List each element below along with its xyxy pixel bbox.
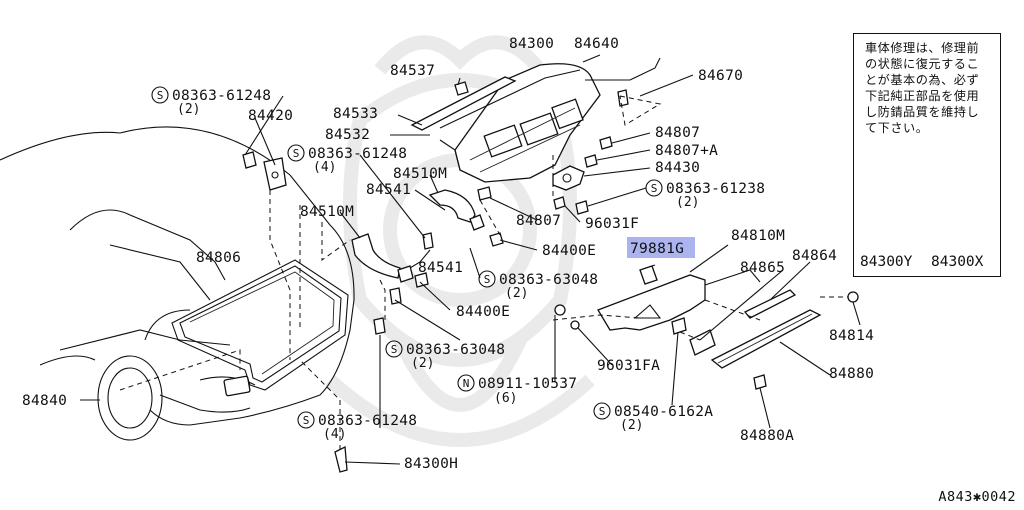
label-84300H: 84300H [404, 456, 458, 472]
label-84510M-a: 84510M [393, 166, 447, 182]
trunk-lid [410, 57, 661, 215]
qty-2-d: (2) [411, 356, 434, 371]
label-08363-61248-c: 08363-61248 [318, 413, 417, 429]
label-08911-10537: 08911-10537 [478, 376, 577, 392]
label-84880A: 84880A [740, 428, 794, 444]
standard-part-markers [151, 86, 663, 429]
product-84300X-label: 84300X [931, 254, 984, 270]
qty-2-a: (2) [177, 102, 200, 117]
qty-2-c: (2) [505, 286, 528, 301]
label-84300: 84300 [509, 36, 554, 52]
label-08540-6162A: 08540-6162A [614, 404, 713, 420]
label-84420: 84420 [248, 108, 293, 124]
label-08363-61238: 08363-61238 [666, 181, 765, 197]
qty-6: (6) [494, 391, 517, 406]
qty-2-b: (2) [676, 195, 699, 210]
rustproof-note-text: 車体修理は、修理前の状態に復元することが基本の為、必ず下記純正部品を使用し防錆品… [865, 41, 980, 135]
label-84640: 84640 [574, 36, 619, 52]
label-84864: 84864 [792, 248, 837, 264]
product-84300Y-label: 84300Y [860, 254, 913, 270]
label-84541-b: 84541 [418, 260, 463, 276]
label-84430: 84430 [655, 160, 700, 176]
s-mark-6: S [303, 414, 310, 427]
s-mark-1: S [157, 89, 164, 102]
highlight-79881G [627, 237, 695, 258]
diagram-reference-code: A843✱0042 [938, 489, 1016, 505]
rustproof-note-box [853, 33, 1001, 277]
qty-2-e: (2) [620, 418, 643, 433]
hinge-assemblies [242, 151, 504, 473]
label-08363-63048-a: 08363-63048 [499, 272, 598, 288]
label-96031FA: 96031FA [597, 358, 660, 374]
label-84807-a: 84807 [655, 125, 700, 141]
car-body [0, 126, 355, 441]
part-labels: 84300 84640 84537 84670 08363-61248 (2) … [22, 36, 874, 472]
label-84840: 84840 [22, 393, 67, 409]
qty-4-b: (4) [323, 427, 346, 442]
label-08363-61248-b: 08363-61248 [308, 146, 407, 162]
label-84807-plus-a: 84807+A [655, 143, 718, 159]
n-mark-1: N [463, 377, 470, 390]
label-84510M-b: 84510M [300, 204, 354, 220]
label-84865: 84865 [740, 260, 785, 276]
s-mark-4: S [484, 273, 491, 286]
s-mark-3: S [651, 182, 658, 195]
s-mark-7: S [599, 405, 606, 418]
label-84814: 84814 [829, 328, 874, 344]
label-84807-b: 84807 [516, 213, 561, 229]
label-84537: 84537 [390, 63, 435, 79]
leader-lines [80, 54, 861, 465]
qty-4-a: (4) [313, 160, 336, 175]
s-mark-2: S [293, 147, 300, 160]
label-84532: 84532 [325, 127, 370, 143]
label-84670: 84670 [698, 68, 743, 84]
label-84541-a: 84541 [366, 182, 411, 198]
label-84810M: 84810M [731, 228, 785, 244]
label-79881G: 79881G [630, 241, 684, 257]
label-84806: 84806 [196, 250, 241, 266]
label-84400E-b: 84400E [456, 304, 510, 320]
garnish-assemblies [554, 265, 859, 390]
label-08363-63048-b: 08363-63048 [406, 342, 505, 358]
label-96031F: 96031F [585, 216, 639, 232]
label-08363-61248-a: 08363-61248 [172, 88, 271, 104]
label-84880: 84880 [829, 366, 874, 382]
label-84533: 84533 [333, 106, 378, 122]
s-mark-5: S [391, 343, 398, 356]
label-84400E-a: 84400E [542, 243, 596, 259]
